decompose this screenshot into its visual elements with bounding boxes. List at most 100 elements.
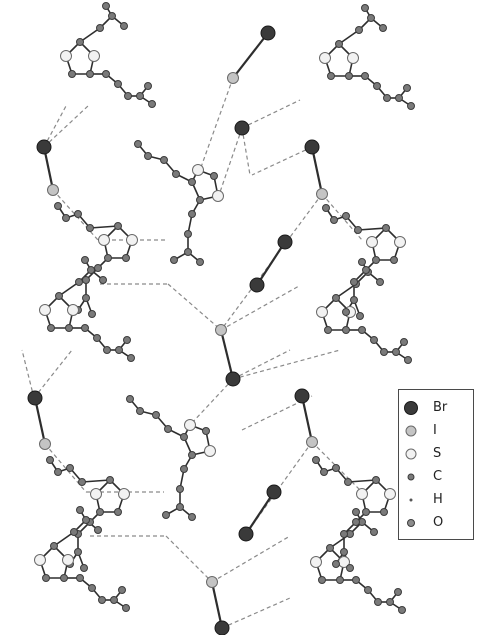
sulfur-atom bbox=[118, 488, 130, 500]
carbon-atom bbox=[196, 258, 204, 266]
carbon-atom bbox=[93, 334, 101, 342]
bromine-atom bbox=[260, 25, 276, 41]
carbon-atom bbox=[134, 140, 142, 148]
legend-item-i: I bbox=[399, 421, 475, 441]
carbon-atom bbox=[370, 528, 378, 536]
carbon-atom bbox=[106, 476, 114, 484]
halogen-bond bbox=[210, 581, 224, 629]
halogen-contact-line bbox=[167, 283, 222, 331]
bromine-atom bbox=[238, 526, 254, 542]
halogen-bond bbox=[310, 146, 324, 195]
carbon-atom bbox=[54, 202, 62, 210]
carbon-atom bbox=[123, 336, 131, 344]
sulfur-atom bbox=[98, 234, 110, 246]
carbon-atom bbox=[62, 214, 70, 222]
carbon-atom bbox=[114, 508, 122, 516]
molecule-top-left-bond bbox=[79, 27, 101, 43]
carbon-atom bbox=[164, 425, 172, 433]
carbon-atom bbox=[108, 12, 116, 20]
sulfur-atom bbox=[126, 234, 138, 246]
halogen-contact-line bbox=[43, 105, 67, 148]
carbon-atom bbox=[144, 82, 152, 90]
carbon-atom bbox=[346, 564, 354, 572]
carbon-atom bbox=[188, 178, 196, 186]
carbon-atom bbox=[184, 230, 192, 238]
carbon-atom bbox=[340, 530, 348, 538]
carbon-atom bbox=[42, 574, 50, 582]
carbon-atom bbox=[364, 586, 372, 594]
carbon-atom bbox=[374, 598, 382, 606]
halogen-contact-line bbox=[165, 535, 213, 583]
carbon-atom bbox=[115, 346, 123, 354]
carbon-atom bbox=[361, 4, 369, 12]
sulfur-atom bbox=[366, 236, 378, 248]
molecule-top-right-bond bbox=[338, 29, 360, 45]
carbon-atom bbox=[342, 326, 350, 334]
bromine-atom bbox=[277, 234, 293, 250]
carbon-atom bbox=[176, 485, 184, 493]
carbon-atom bbox=[358, 326, 366, 334]
carbon-atom bbox=[380, 508, 388, 516]
hydrogen-atom-icon bbox=[409, 498, 413, 502]
carbon-atom bbox=[362, 266, 370, 274]
carbon-atom bbox=[81, 256, 89, 264]
carbon-atom bbox=[127, 354, 135, 362]
carbon-atom bbox=[336, 576, 344, 584]
carbon-atom bbox=[400, 338, 408, 346]
carbon-atom bbox=[184, 248, 192, 256]
carbon-atom bbox=[352, 508, 360, 516]
carbon-atom bbox=[318, 576, 326, 584]
sulfur-atom bbox=[34, 554, 46, 566]
carbon-atom bbox=[380, 348, 388, 356]
sulfur-atom bbox=[88, 50, 100, 62]
carbon-atom bbox=[404, 356, 412, 364]
molecule-right-middle-bond bbox=[335, 283, 357, 299]
carbon-atom bbox=[82, 294, 90, 302]
sulfur-atom bbox=[39, 304, 51, 316]
carbon-atom bbox=[324, 326, 332, 334]
molecule-left-chain-upper-bond bbox=[89, 225, 119, 229]
carbon-atom bbox=[370, 336, 378, 344]
carbon-atom bbox=[196, 196, 204, 204]
carbon-atom bbox=[96, 24, 104, 32]
sulfur-atom bbox=[310, 556, 322, 568]
carbon-atom bbox=[88, 310, 96, 318]
bromine-atom-icon bbox=[404, 401, 418, 415]
halogen-contact-line bbox=[199, 77, 234, 171]
halogen-contact-line bbox=[220, 285, 300, 331]
carbon-atom bbox=[86, 70, 94, 78]
halogen-contact-line bbox=[189, 378, 234, 426]
carbon-atom bbox=[122, 604, 130, 612]
bromine-atom bbox=[294, 388, 310, 404]
halogen-bond bbox=[232, 32, 269, 79]
legend-item-h: H bbox=[399, 490, 475, 510]
carbon-atom bbox=[74, 210, 82, 218]
bromine-atom bbox=[266, 484, 282, 500]
carbon-atom bbox=[407, 102, 415, 110]
halogen-contact-line bbox=[232, 349, 291, 380]
iodine-atom bbox=[206, 576, 218, 588]
legend-item-s: S bbox=[399, 444, 475, 464]
carbon-atom bbox=[344, 478, 352, 486]
carbon-atom bbox=[332, 294, 340, 302]
carbon-atom bbox=[373, 82, 381, 90]
molecule-right-chain-upper-bond bbox=[357, 227, 387, 231]
carbon-atom bbox=[47, 324, 55, 332]
halogen-contact-line bbox=[241, 127, 251, 176]
carbon-atom bbox=[188, 513, 196, 521]
sulfur-atom bbox=[90, 488, 102, 500]
iodine-atom-icon bbox=[405, 425, 417, 437]
carbon-atom bbox=[176, 503, 184, 511]
carbon-atom bbox=[390, 256, 398, 264]
carbon-atom bbox=[361, 72, 369, 80]
carbon-atom bbox=[362, 508, 370, 516]
carbon-atom bbox=[102, 2, 110, 10]
iodine-atom bbox=[306, 436, 318, 448]
carbon-atom bbox=[372, 256, 380, 264]
halogen-contact-line bbox=[251, 146, 313, 176]
carbon-atom bbox=[55, 292, 63, 300]
carbon-atom bbox=[104, 254, 112, 262]
iodine-atom bbox=[215, 324, 227, 336]
carbon-atom bbox=[144, 152, 152, 160]
halogen-contact-line bbox=[33, 349, 73, 399]
